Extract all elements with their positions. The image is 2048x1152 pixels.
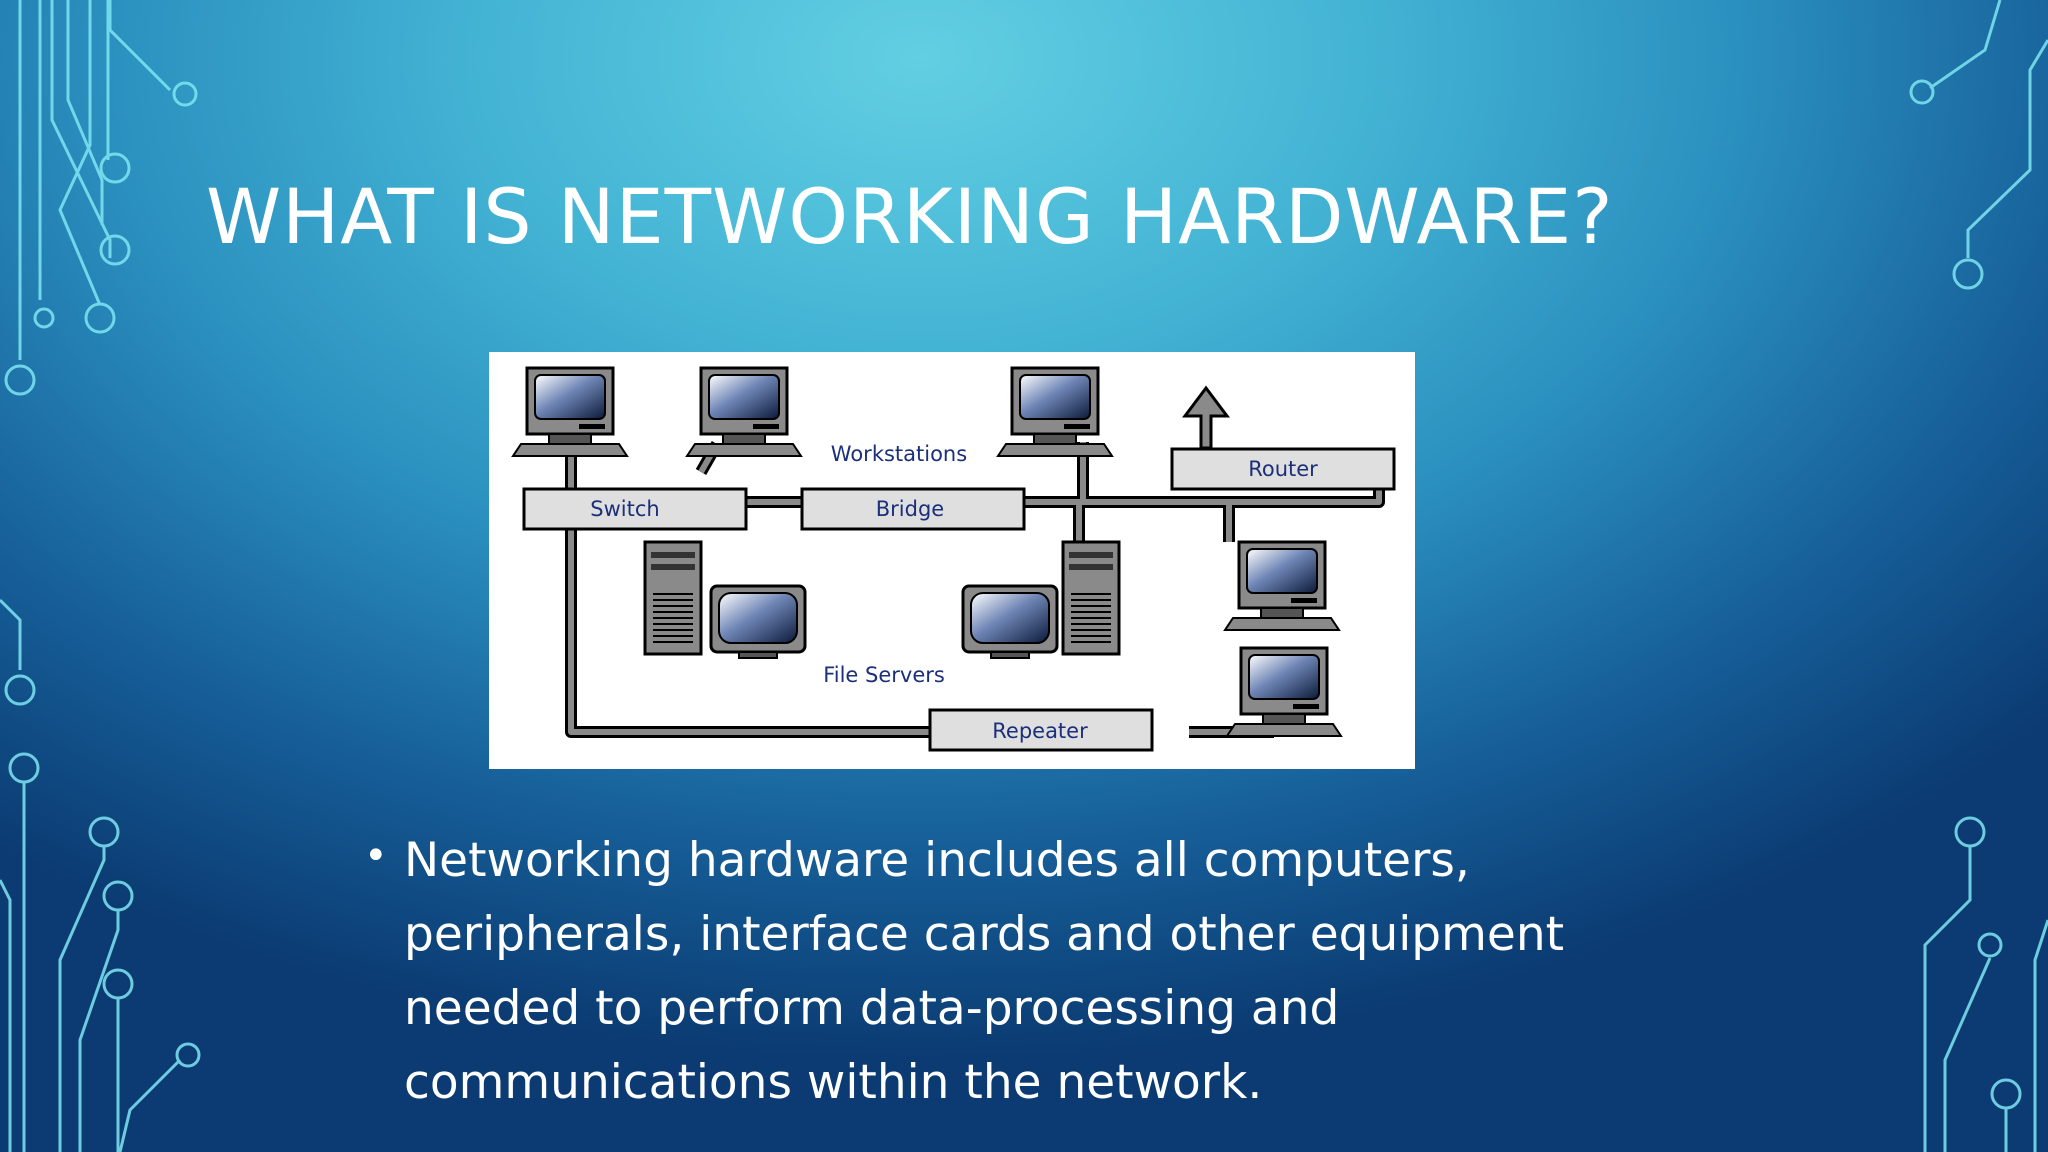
file-server-tower-1 (643, 540, 703, 656)
label-bridge: Bridge (876, 497, 944, 521)
workstation-1 (511, 366, 629, 458)
up-arrow-icon (1182, 385, 1230, 450)
label-repeater: Repeater (992, 719, 1088, 743)
workstation-2 (685, 366, 803, 458)
file-server-tower-2 (1061, 540, 1121, 656)
workstation-3 (996, 366, 1114, 458)
label-file-servers: File Servers (823, 663, 945, 687)
slide-title: WHAT IS NETWORKING HARDWARE? (206, 172, 1614, 261)
bridge-box (800, 487, 1026, 531)
bullet-marker: • (364, 833, 388, 879)
network-diagram: Workstations Switch Bridge Router File S… (489, 352, 1415, 769)
repeater-box (928, 708, 1154, 752)
workstation-5 (1225, 646, 1343, 738)
file-server-monitor-1 (709, 584, 807, 660)
switch-box (522, 487, 748, 531)
label-workstations: Workstations (831, 442, 967, 466)
router-box (1170, 447, 1396, 491)
bullet-list: • Networking hardware includes all compu… (360, 824, 1660, 1120)
file-server-monitor-2 (961, 584, 1059, 660)
bullet-item: • Networking hardware includes all compu… (360, 824, 1660, 1120)
label-switch: Switch (590, 497, 659, 521)
bullet-text: Networking hardware includes all compute… (404, 833, 1565, 1110)
workstation-4 (1223, 540, 1341, 632)
label-router: Router (1248, 457, 1318, 481)
